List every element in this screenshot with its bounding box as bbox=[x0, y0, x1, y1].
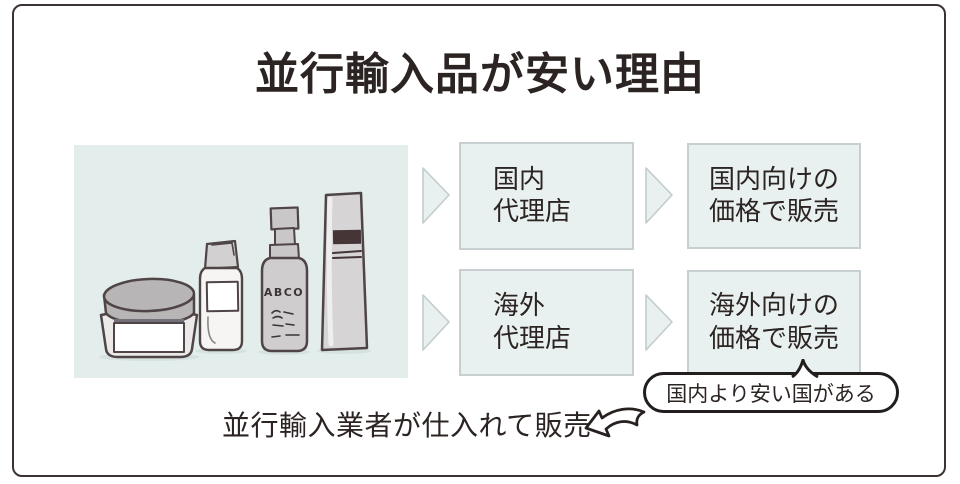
tall-bottle bbox=[320, 191, 369, 352]
box-domestic-sale: 国内向けの 価格で販売 bbox=[687, 143, 861, 249]
box-overseas-sale-text: 海外向けの 価格で販売 bbox=[709, 290, 839, 355]
box-text-line: 代理店 bbox=[493, 323, 572, 354]
flow-arrow-overseas-agent-to-sale bbox=[645, 294, 673, 351]
box-text-line: 価格で販売 bbox=[708, 197, 839, 227]
pump-bottle-label: ABCO bbox=[264, 286, 304, 299]
speech-bubble: 国内より安い国がある bbox=[643, 359, 899, 413]
box-overseas-agent: 海外 代理店 bbox=[459, 269, 634, 376]
box-text-line: 国内 bbox=[493, 164, 546, 195]
speech-bubble-tail bbox=[791, 359, 819, 378]
pump-bottle: ABCO bbox=[260, 206, 309, 353]
box-text-line: 代理店 bbox=[493, 197, 572, 227]
box-text-line: 海外 bbox=[493, 291, 546, 321]
box-domestic-agent: 国内 代理店 bbox=[459, 142, 634, 250]
flow-arrow-illustration-to-overseas-agent bbox=[422, 294, 450, 351]
page-title: 並行輸入品が安い理由 bbox=[255, 49, 705, 100]
box-text-line: 価格で販売 bbox=[708, 323, 839, 354]
speech-bubble-text: 国内より安い国がある bbox=[666, 381, 876, 406]
box-overseas-sale: 海外向けの 価格で販売 bbox=[687, 270, 861, 375]
pump-bottle-scribble bbox=[271, 309, 300, 338]
box-overseas-agent-text: 海外 代理店 bbox=[493, 290, 571, 355]
box-domestic-sale-text: 国内向けの 価格で販売 bbox=[709, 164, 839, 229]
box-text-line: 国内向けの bbox=[708, 164, 839, 195]
flow-arrow-illustration-to-domestic-agent bbox=[422, 167, 450, 224]
cream-jar bbox=[99, 277, 199, 359]
box-text-line: 海外向けの bbox=[708, 291, 839, 321]
cosmetics-illustration-svg: ABCO bbox=[99, 191, 371, 361]
bottom-note: 並行輸入業者が仕入れて販売 bbox=[222, 409, 592, 442]
flow-arrow-domestic-agent-to-sale bbox=[645, 167, 673, 224]
hand-drawn-left-arrow bbox=[584, 407, 646, 438]
small-bottle bbox=[198, 239, 244, 352]
cosmetics-illustration: ABCO bbox=[74, 145, 408, 378]
box-domestic-agent-text: 国内 代理店 bbox=[493, 164, 571, 229]
